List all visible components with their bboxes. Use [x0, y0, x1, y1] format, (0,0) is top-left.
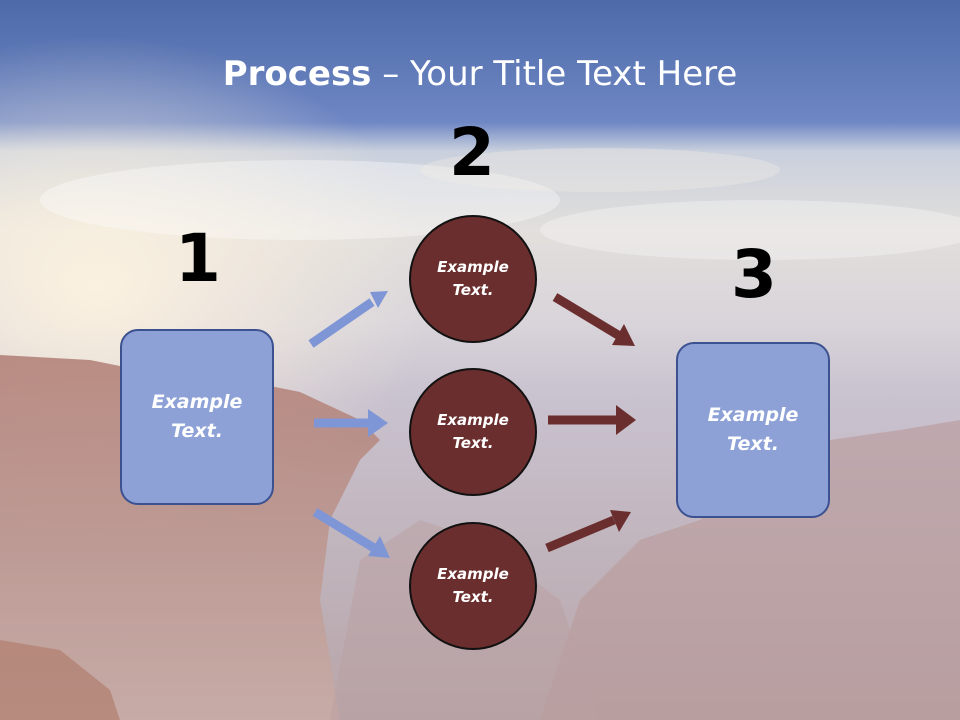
slide-title: Process – Your Title Text Here: [0, 52, 960, 96]
step-number-2: 2: [449, 114, 495, 191]
step-1-text-line-2: Text.: [171, 420, 223, 442]
step-2-bottom-text-line-2: Text.: [452, 588, 494, 606]
step-2-middle-text-line-1: Example: [437, 411, 509, 429]
arrow-1-to-2-top: [308, 291, 388, 348]
arrow-2-bottom-to-3: [545, 510, 631, 553]
step-number-1: 1: [175, 220, 221, 297]
title-rest: – Your Title Text Here: [371, 54, 738, 94]
step-2-bottom-text-line-1: Example: [437, 565, 509, 583]
step-number-3: 3: [731, 236, 777, 313]
step-2-top-text-line-1: Example: [437, 258, 509, 276]
step-3-text-line-1: Example: [707, 404, 799, 426]
arrow-1-to-2-middle: [314, 409, 388, 437]
step-1-text-line-1: Example: [151, 391, 243, 413]
title-bold: Process: [222, 54, 372, 94]
arrow-2-middle-to-3: [548, 405, 636, 435]
step-2-top-text-line-2: Text.: [452, 281, 494, 299]
arrow-1-to-2-bottom: [312, 508, 390, 558]
step-3-text-line-2: Text.: [727, 433, 779, 455]
arrow-2-top-to-3: [552, 293, 635, 346]
step-2-middle-text-line-2: Text.: [452, 434, 494, 452]
